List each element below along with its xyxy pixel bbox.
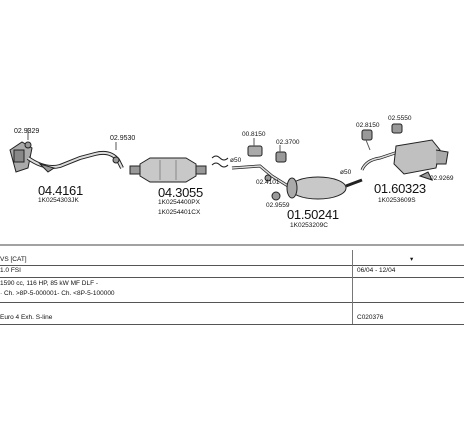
info-row-emission: Euro 4 Exh. S-line C020376 (0, 313, 464, 323)
part-3-ref-1: 00.8150 (242, 131, 266, 138)
part-1-ref: 02.9329 (14, 128, 40, 135)
diameter-label-1: ø50 (230, 157, 242, 164)
part-2-oem-2: 1K0254401CX (158, 209, 201, 216)
info-row-chassis: · Ch. >8P-5-000001- Ch. <8P-5-100000 (0, 289, 464, 299)
divider (0, 265, 464, 266)
info-icon: ▾ (410, 256, 414, 263)
part-4-number[interactable]: 01.60323 (374, 181, 426, 196)
part-3-ref-4: 02.9559 (266, 202, 290, 209)
vehicle-info-table: VS [CAT] ▾ 1.0 FSI 06/04 - 12/04 1590 cc… (0, 250, 464, 330)
catalyst-drawing (112, 142, 207, 183)
emission-text: Euro 4 Exh. S-line (0, 314, 53, 321)
part-1-oem: 1K0254303JK (38, 197, 79, 204)
gasket-drawing (24, 128, 32, 149)
dates-text: 06/04 - 12/04 (357, 267, 396, 274)
exhaust-drawing (0, 123, 464, 246)
exhaust-diagram: 02.9329 04.4161 1K0254303JK 02.9530 04.3… (0, 115, 464, 246)
info-row-model: VS [CAT] ▾ (0, 255, 464, 265)
diameter-label-2: ø50 (340, 169, 352, 176)
column-divider (352, 250, 353, 324)
part-3-number[interactable]: 01.50241 (287, 207, 339, 222)
part-4-oem: 1K0253609S (378, 197, 416, 204)
info-row-engine: 1.0 FSI 06/04 - 12/04 (0, 266, 464, 276)
part-4-ref-1: 02.8150 (356, 122, 380, 129)
part-1-number[interactable]: 04.4161 (38, 183, 83, 198)
part-4-ref-2: 02.5550 (388, 115, 412, 122)
part-3-oem: 1K0253209C (290, 222, 328, 229)
divider (0, 324, 464, 325)
part-3-ref-2: 02.3700 (276, 139, 300, 146)
divider (0, 277, 464, 278)
middle-silencer-drawing (231, 138, 363, 201)
part-2-ref: 02.9530 (110, 135, 136, 142)
engine-text: 1.0 FSI (0, 267, 21, 274)
model-text: VS [CAT] (0, 256, 27, 263)
rear-silencer-drawing (360, 123, 449, 181)
code-text: C020376 (357, 314, 384, 321)
part-4-ref-3: 02.9269 (430, 175, 454, 182)
part-3-ref-3: 02.4101 (256, 179, 280, 186)
pipe-break-symbol (211, 155, 229, 168)
part-2-oem-1: 1K0254400PX (158, 199, 200, 206)
power-text: 1590 cc, 116 HP, 85 kW MF DLF - (0, 280, 99, 287)
divider (0, 302, 464, 303)
part-2-number[interactable]: 04.3055 (158, 185, 203, 200)
info-row-power: 1590 cc, 116 HP, 85 kW MF DLF - (0, 279, 464, 289)
chassis-text: · Ch. >8P-5-000001- Ch. <8P-5-100000 (0, 290, 115, 297)
front-pipe-drawing (9, 141, 124, 173)
